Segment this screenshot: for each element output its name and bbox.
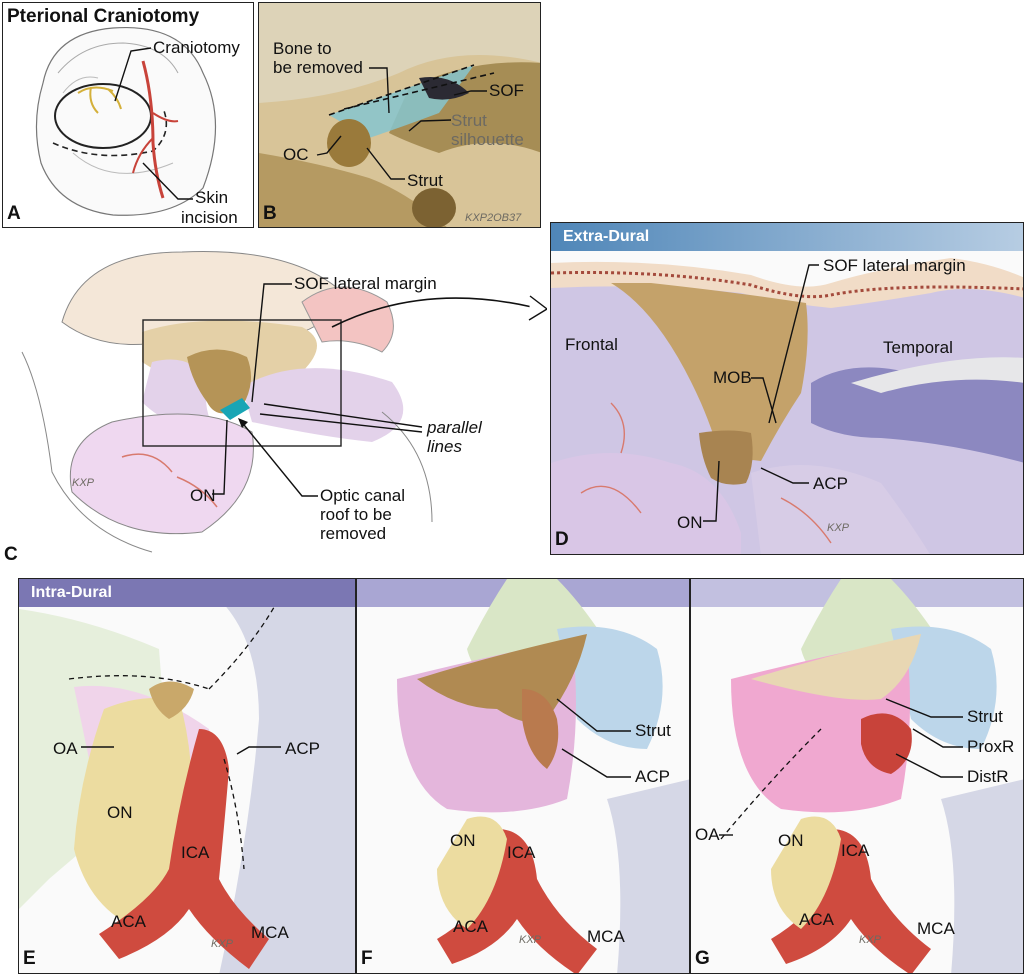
label-mca-f: MCA <box>587 927 625 946</box>
label-aca-f: ACA <box>453 917 488 936</box>
label-aca-e: ACA <box>111 912 146 931</box>
label-ica-e: ICA <box>181 843 210 862</box>
label-frontal: Frontal <box>565 335 618 354</box>
signature-g: KXP <box>859 934 882 946</box>
label-proxr: ProxR <box>967 737 1015 756</box>
label-aca-g: ACA <box>799 910 834 929</box>
label-optic-canal-2: roof to be <box>320 505 392 524</box>
label-acp-f: ACP <box>635 767 670 786</box>
panel-e: Intra-Dural OA ACP ON ICA ACA MCA KXP E <box>18 578 356 974</box>
label-on-e: ON <box>107 803 133 822</box>
panel-letter-b: B <box>263 203 277 224</box>
intra-dural-bar: Intra-Dural <box>19 579 355 607</box>
optic-canal-roof-region <box>220 398 250 420</box>
label-sof: SOF <box>489 81 524 100</box>
label-ica-f: ICA <box>507 843 536 862</box>
panel-letter-g: G <box>695 948 710 969</box>
label-strut: Strut <box>407 171 443 190</box>
intradural-view-g <box>691 579 1023 973</box>
label-oa-e: OA <box>53 739 78 758</box>
label-strut-silhouette-2: silhouette <box>451 130 524 149</box>
panel-letter-d: D <box>555 529 569 550</box>
label-oa-g: OA <box>695 825 720 844</box>
panel-letter-c: C <box>4 544 18 565</box>
label-on-d: ON <box>677 513 703 532</box>
signature-d: KXP <box>827 522 850 534</box>
label-sof-lateral-margin-d: SOF lateral margin <box>823 256 966 275</box>
skull-base-illustration <box>259 3 540 227</box>
label-parallel-lines-1: parallel <box>427 418 482 437</box>
label-acp-e: ACP <box>285 739 320 758</box>
label-skin-incision-2: incision <box>181 208 238 227</box>
panel-b: Bone to be removed SOF Strut silhouette … <box>258 2 541 228</box>
label-distr: DistR <box>967 767 1009 786</box>
panel-letter-f: F <box>361 948 373 969</box>
panel-d: Extra-Dural SOF lateral margin Frontal T… <box>550 222 1024 555</box>
label-on-f: ON <box>450 831 476 850</box>
label-bone-to-be-removed-1: Bone to <box>273 39 332 58</box>
panel-a: Pterional Craniotomy Craniotomy Skin inc… <box>2 2 254 228</box>
label-strut-g: Strut <box>967 707 1003 726</box>
label-temporal: Temporal <box>883 338 953 357</box>
signature-f: KXP <box>519 934 542 946</box>
label-mca-g: MCA <box>917 919 955 938</box>
label-sof-lateral-margin-c: SOF lateral margin <box>294 274 437 293</box>
panel-c: SOF lateral margin parallel lines ON Opt… <box>2 232 547 567</box>
panel-letter-a: A <box>7 203 21 224</box>
label-on-c: ON <box>190 486 216 505</box>
surgical-view-illustration <box>21 251 547 553</box>
panel-g: Strut ProxR DistR OA ON ICA ACA MCA KXP … <box>690 578 1024 974</box>
label-mca-e: MCA <box>251 923 289 942</box>
panel-letter-e: E <box>23 948 36 969</box>
signature-c: KXP <box>72 477 95 489</box>
zoom-arrow <box>331 297 533 328</box>
label-mob: MOB <box>713 368 752 387</box>
label-craniotomy: Craniotomy <box>153 38 240 57</box>
label-optic-canal-1: Optic canal <box>320 486 406 505</box>
skin-incision-line <box>52 107 168 157</box>
signature-b: KXP2OB37 <box>465 212 522 224</box>
signature-e: KXP <box>211 938 234 950</box>
label-bone-to-be-removed-2: be removed <box>273 58 363 77</box>
label-parallel-lines-2: lines <box>427 437 462 456</box>
label-acp-d: ACP <box>813 474 848 493</box>
label-skin-incision-1: Skin <box>195 188 229 207</box>
panel-a-title: Pterional Craniotomy <box>7 6 200 27</box>
label-on-g: ON <box>778 831 804 850</box>
label-strut-silhouette-1: Strut <box>451 111 487 130</box>
label-optic-canal-3: removed <box>320 524 387 543</box>
extra-dural-bar: Extra-Dural <box>551 223 1023 251</box>
label-oc: OC <box>283 145 309 164</box>
label-ica-g: ICA <box>841 841 870 860</box>
intradural-view-e <box>19 579 355 973</box>
label-strut-f: Strut <box>635 721 671 740</box>
panel-f: Strut ACP ON ICA ACA MCA KXP F <box>356 578 690 974</box>
